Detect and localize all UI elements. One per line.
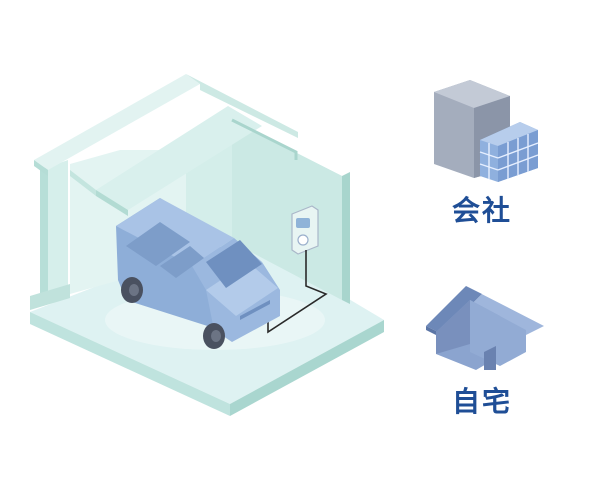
garage-back-wall xyxy=(186,120,350,304)
garage-roof xyxy=(34,74,298,216)
company-label: 会社 xyxy=(452,194,513,227)
house-icon xyxy=(426,286,544,370)
garage-illustration xyxy=(30,74,384,416)
car xyxy=(116,198,280,349)
ev-charger xyxy=(267,205,328,334)
office-building-icon xyxy=(434,80,539,182)
office-annex xyxy=(479,122,539,182)
home-label: 自宅 xyxy=(452,385,513,418)
